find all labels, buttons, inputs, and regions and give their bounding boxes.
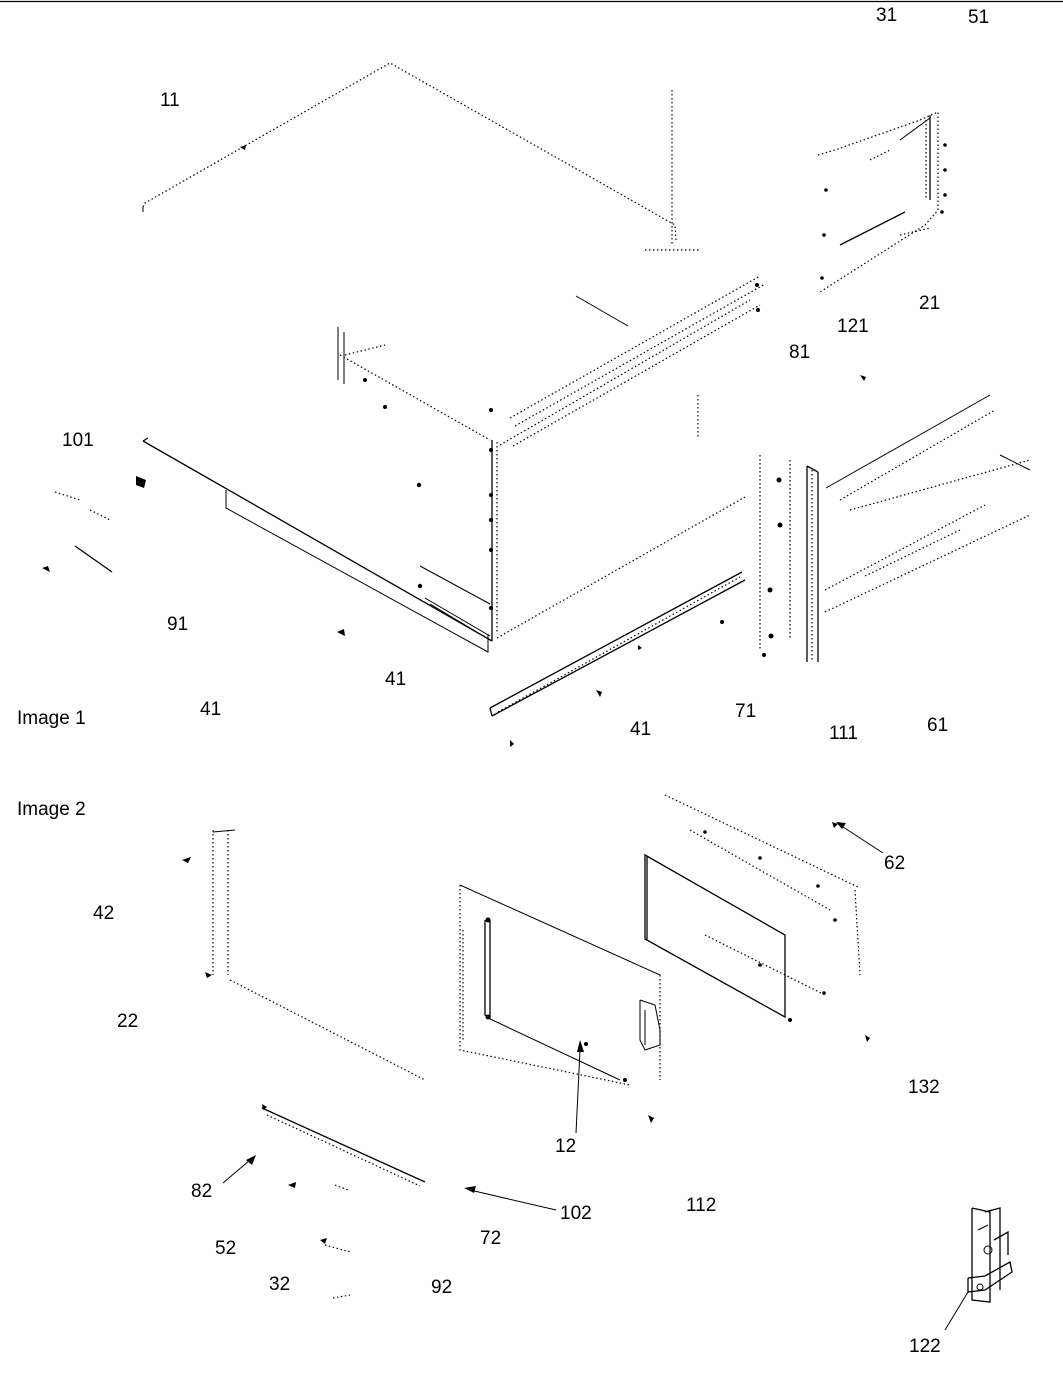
image2-front-assembly: [182, 794, 1013, 1303]
callout-111: 111: [829, 723, 858, 744]
callout-32: 32: [269, 1274, 290, 1295]
callout-31: 31: [876, 5, 897, 26]
callout-81: 81: [789, 342, 810, 363]
callout-62: 62: [884, 853, 905, 874]
callout-112: 112: [686, 1195, 716, 1216]
front-rail: [489, 571, 743, 709]
callout-52: 52: [215, 1238, 236, 1259]
image1-cabinet-assembly: [42, 62, 1031, 747]
leader-lines: [222, 822, 969, 1331]
callout-102: 102: [560, 1203, 592, 1224]
callout-12: 12: [555, 1136, 576, 1157]
callout-71: 71: [735, 701, 756, 722]
callout-41-left: 41: [200, 699, 221, 720]
callout-42: 42: [93, 903, 114, 924]
callout-122: 122: [909, 1336, 941, 1357]
callout-82: 82: [191, 1181, 212, 1202]
cabinet-top-front-edge: [339, 354, 491, 441]
control-panel: [459, 885, 631, 1086]
latch-detail: [967, 1207, 1013, 1303]
callout-72: 72: [480, 1228, 501, 1249]
callout-41-front: 41: [630, 719, 651, 740]
callout-51: 51: [968, 7, 989, 28]
section-label-image-1: Image 1: [17, 708, 86, 729]
callout-22: 22: [117, 1011, 138, 1032]
callout-41-right: 41: [385, 669, 406, 690]
top-rail: [509, 275, 761, 419]
cabinet-bottom-edge: [496, 496, 746, 639]
front-trim-bar: [261, 1107, 426, 1183]
window-glass-panel: [644, 853, 786, 1019]
section-label-image-2: Image 2: [17, 799, 86, 820]
top-panel: [142, 62, 677, 241]
callout-101: 101: [62, 430, 94, 451]
callout-92: 92: [431, 1277, 452, 1298]
control-bracket: [817, 111, 939, 293]
callout-61: 61: [927, 715, 948, 736]
callout-11: 11: [160, 90, 180, 111]
cabinet-left-edge: [142, 440, 493, 642]
callout-132: 132: [908, 1077, 940, 1098]
callout-91: 91: [167, 614, 188, 635]
callout-21: 21: [919, 293, 940, 314]
callout-121: 121: [837, 316, 869, 337]
